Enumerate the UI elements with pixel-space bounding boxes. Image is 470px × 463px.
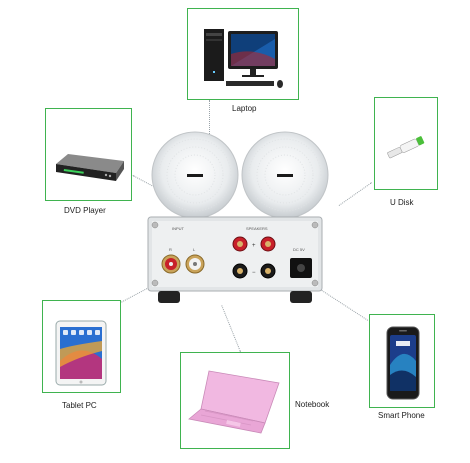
smart-phone-frame [369,314,435,408]
notebook-label: Notebook [295,400,330,409]
tablet-icon [55,320,107,386]
u-disk-frame [374,97,438,190]
usb-drive-icon [387,136,425,159]
notebook-frame [180,352,290,449]
dvd-player-label: DVD Player [64,206,106,215]
amp-input-r-label: R [169,247,172,252]
amp-input-l-label: L [193,247,196,252]
ceiling-speakers [151,131,329,219]
dvd-player-icon [56,154,124,181]
speaker-terminals: + − [232,236,276,279]
rca-input-left-jack [185,254,205,274]
svg-text:+: + [252,243,256,249]
pink-laptop-icon [188,370,280,434]
svg-text:−: − [252,270,256,276]
connector-udisk [338,182,372,206]
laptop-frame [187,8,299,100]
connector-notebook [221,305,241,352]
left-speaker-icon [151,131,239,219]
amp-dc-label: DC 5V [293,247,305,252]
right-speaker-icon [241,131,329,219]
dc-power-jack [290,258,312,278]
tablet-pc-frame [42,300,121,393]
amplifier-body: + − [147,216,323,303]
desktop-computer-icon [204,29,283,88]
smartphone-icon [386,326,420,400]
dvd-player-frame [45,108,132,201]
laptop-label: Laptop [232,104,257,113]
rca-input-right-jack [161,254,181,274]
amp-input-label: INPUT [172,226,184,231]
tablet-pc-label: Tablet PC [62,401,97,410]
amp-speakers-label: SPEAKERS [246,226,268,231]
u-disk-label: U Disk [390,198,414,207]
amplifier: + − INPUT R L SPEAKERS DC 5V [140,213,330,305]
smart-phone-label: Smart Phone [378,411,425,420]
